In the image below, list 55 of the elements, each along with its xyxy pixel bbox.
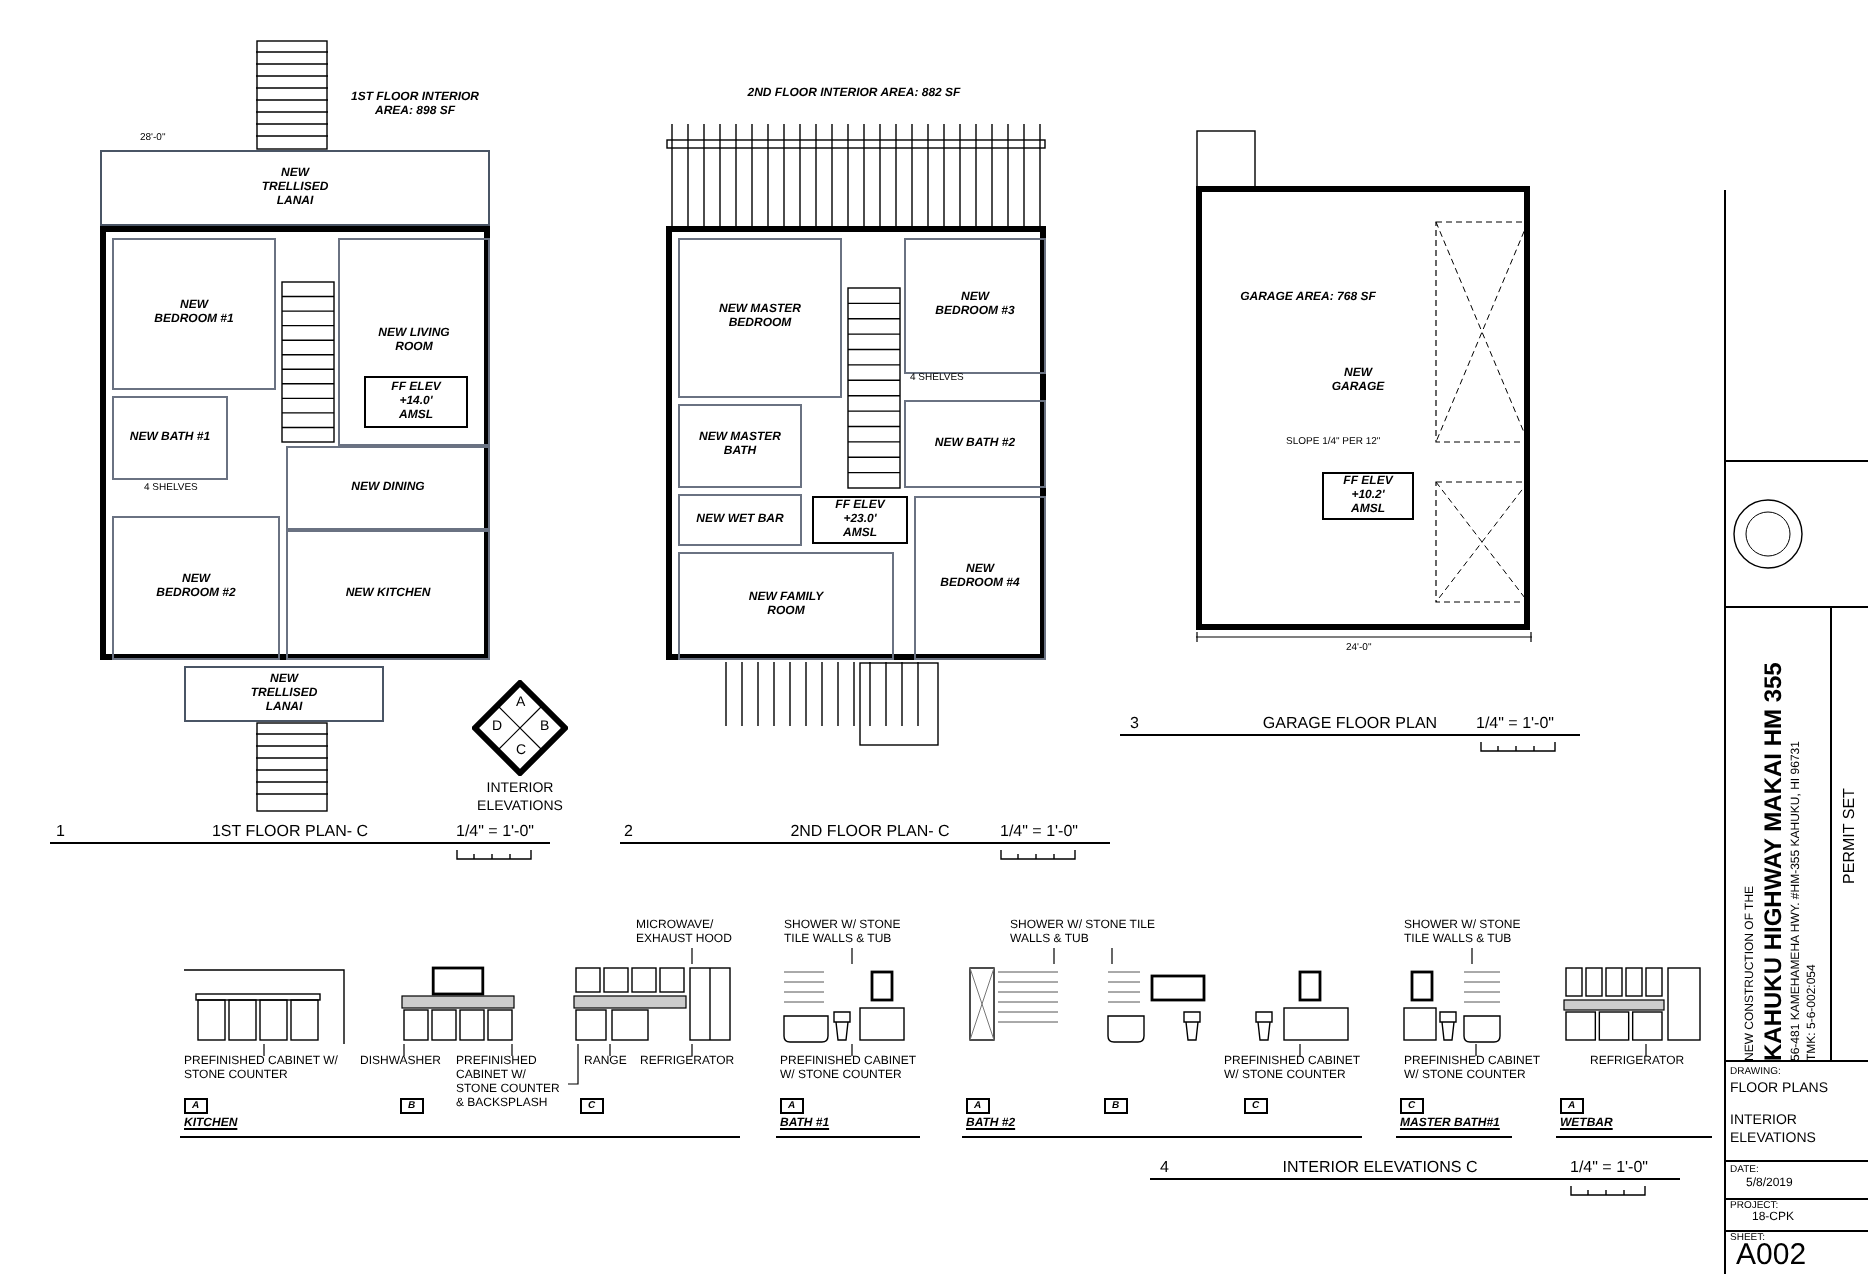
scale-note: 1/4" = 1'-0": [1000, 820, 1079, 844]
leader-line: [609, 1043, 611, 1057]
room-outline: [678, 404, 802, 488]
floor-elevation-box: [812, 496, 908, 544]
room-outline: [678, 238, 842, 398]
room-outline: [112, 238, 276, 390]
elevation-drawing: [1560, 964, 1704, 1044]
room-outline: [338, 238, 490, 446]
drawing-number: 1: [56, 820, 65, 844]
leader-line: [851, 1043, 853, 1057]
scale-note: 1/4" = 1'-0": [1476, 712, 1555, 736]
drawing-number: 2: [624, 820, 633, 844]
project-title: KAHUKU HIGHWAY MAKAI HM 355: [1758, 660, 1788, 1061]
room-outline: [112, 396, 228, 480]
leader-line: [1475, 1043, 1477, 1057]
elevation-drawing: [570, 964, 734, 1044]
leader-line: [691, 947, 693, 965]
leader-line: [1299, 1043, 1301, 1057]
leader-line: [851, 947, 853, 965]
leader-line: [511, 1043, 513, 1057]
floor-elevation-box: [364, 376, 468, 428]
drawing-number: 4: [1160, 1156, 1169, 1180]
drawing-title: 2ND FLOOR PLAN- C: [788, 820, 952, 844]
leader-line: [1053, 947, 1055, 965]
elevation-drawing: [396, 964, 520, 1044]
floor-plan-walls: [100, 226, 490, 660]
sheet-number: A002: [1736, 1240, 1807, 1272]
room-outline: [904, 400, 1046, 488]
drawing-title: 1ST FLOOR PLAN- C: [209, 820, 371, 844]
leader-line: [1645, 1043, 1647, 1057]
drawing-number: 3: [1130, 712, 1139, 736]
floor-elevation-box: [1322, 472, 1414, 520]
room-outline: [286, 530, 490, 660]
permit-status: PERMIT SET: [1840, 788, 1860, 884]
drawing-title: GARAGE FLOOR PLAN: [1260, 712, 1440, 736]
leader-line: [567, 1043, 579, 1085]
garage-walls: [1196, 186, 1530, 630]
leader-line: [691, 1043, 693, 1057]
elevation-drawing: [966, 964, 1062, 1044]
floor-plan-walls: [666, 226, 1046, 660]
room-outline: [904, 238, 1046, 374]
room-outline: [914, 496, 1046, 660]
drawing-title: INTERIOR ELEVATIONS C: [1280, 1156, 1480, 1180]
leader-line: [403, 1043, 405, 1057]
scale-note: 1/4" = 1'-0": [456, 820, 535, 844]
leader-line: [1111, 947, 1113, 965]
leader-line: [1471, 947, 1473, 965]
lanai-outline: [100, 150, 490, 226]
lanai-outline: [184, 666, 384, 722]
room-outline: [286, 446, 490, 530]
room-outline: [678, 552, 894, 660]
room-outline: [678, 494, 802, 546]
room-outline: [112, 516, 280, 660]
scale-note: 1/4" = 1'-0": [1570, 1156, 1649, 1180]
leader-line: [263, 1043, 265, 1057]
